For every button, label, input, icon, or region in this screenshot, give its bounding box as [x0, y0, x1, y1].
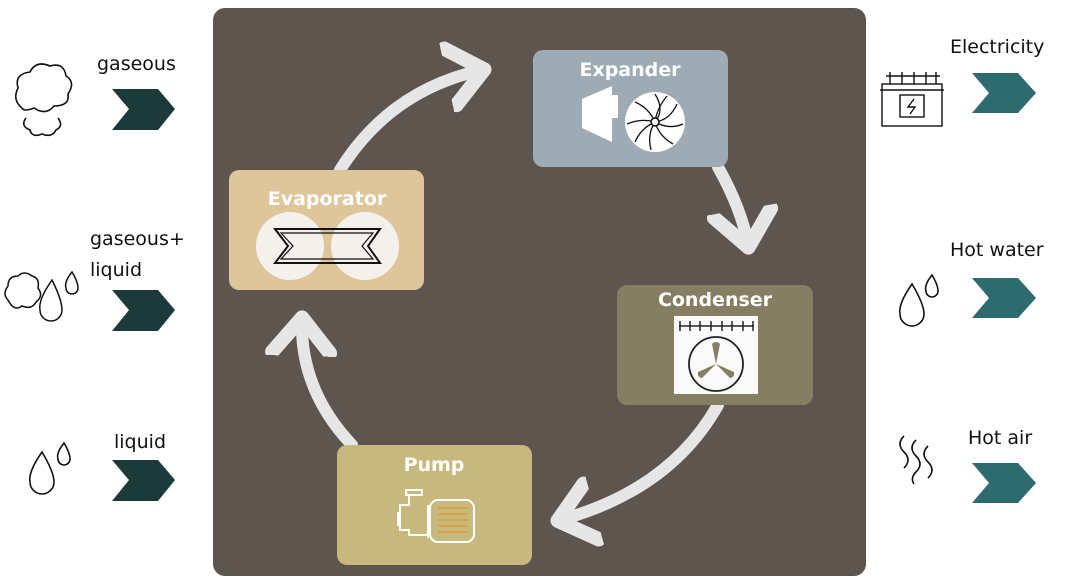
output-label: Hot water	[950, 239, 1044, 261]
fan-cooler-icon	[674, 316, 758, 394]
input-liquid: liquid	[28, 431, 175, 501]
flow-arrows	[302, 70, 748, 520]
output-hot-air: Hot air	[899, 427, 1036, 503]
output-chevron	[972, 278, 1036, 318]
input-gaseous-liquid: gaseous+ liquid	[4, 228, 185, 331]
arrow-pump-to-evaporator	[302, 320, 358, 451]
arrow-expander-to-condenser	[718, 161, 748, 245]
arrow-evaporator-to-expander	[334, 70, 482, 176]
input-label-line-1: gaseous+	[90, 228, 185, 250]
drops-icon	[28, 441, 71, 495]
input-chevron	[112, 460, 175, 501]
input-gaseous: gaseous	[14, 53, 176, 137]
output-chevron	[972, 463, 1036, 503]
input-chevron	[112, 89, 175, 130]
heat-waves-icon	[899, 435, 933, 485]
transformer-icon	[880, 72, 944, 127]
output-label: Hot air	[968, 427, 1032, 449]
cloud-drops-icon	[4, 270, 79, 322]
expander-title: Expander	[579, 59, 681, 81]
input-chevron	[112, 290, 175, 331]
output-chevron	[972, 73, 1036, 113]
output-hot-water: Hot water	[898, 239, 1044, 327]
input-label: liquid	[114, 431, 166, 453]
evaporator-box[interactable]: Evaporator	[229, 170, 424, 290]
output-label: Electricity	[950, 36, 1044, 58]
evaporator-title: Evaporator	[268, 188, 387, 210]
turbine-icon	[582, 86, 685, 152]
drops-icon	[898, 273, 939, 327]
pump-icon	[397, 489, 475, 543]
pump-title: Pump	[404, 454, 465, 476]
input-label-line-2: liquid	[90, 259, 142, 281]
condenser-box[interactable]: Condenser	[617, 285, 813, 405]
condenser-title: Condenser	[658, 289, 773, 311]
output-electricity: Electricity	[880, 36, 1044, 127]
input-label: gaseous	[97, 53, 176, 75]
pump-box[interactable]: Pump	[337, 445, 532, 565]
arrow-condenser-to-pump	[560, 399, 724, 520]
expander-box[interactable]: Expander	[533, 50, 728, 167]
cloud-icon	[14, 63, 73, 137]
heat-exchanger-icon	[256, 212, 399, 280]
